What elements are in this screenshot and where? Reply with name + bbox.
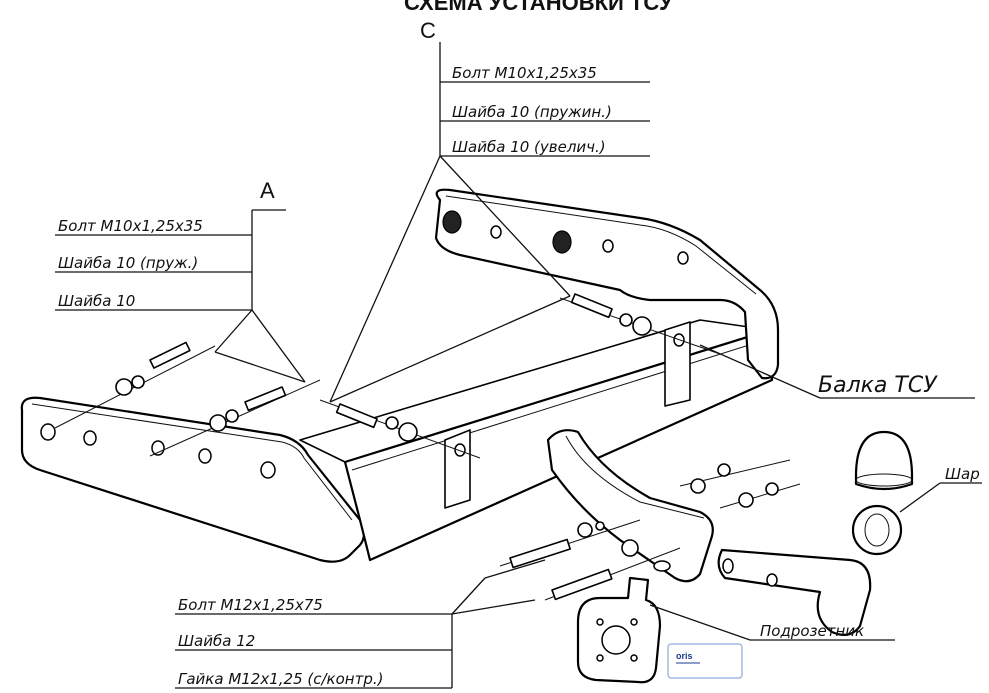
section-c-letter: C [420, 18, 436, 43]
socket-plate-label: Подрозетник [760, 622, 864, 640]
section-a-label-2: Шайба 10 (пруж.) [58, 254, 198, 272]
section-a-label-3: Шайба 10 [58, 292, 135, 310]
section-b-label-3: Гайка М12х1,25 (с/контр.) [178, 670, 383, 688]
fasteners-group-a [54, 341, 321, 457]
oris-logo: oris [667, 643, 743, 679]
diagram-title: СХЕМА УСТАНОВКИ ТСУ [404, 0, 673, 15]
section-a-letter: A [260, 178, 275, 203]
fasteners-group-m12 [499, 459, 801, 601]
section-a-label-1: Болт М10х1,25х35 [58, 217, 203, 235]
beam-label: Балка ТСУ [818, 373, 938, 398]
socket-plate [576, 576, 662, 684]
fasteners-group-c [319, 293, 721, 459]
oris-logo-text: oris [676, 651, 693, 661]
section-b-label-1: Болт М12х1,25х75 [178, 596, 323, 614]
ball-label: Шар [945, 465, 980, 483]
section-c-label-1: Болт М10х1,25х35 [452, 64, 597, 82]
section-b-label-2: Шайба 12 [178, 632, 255, 650]
leader-lines [55, 42, 982, 689]
section-c-label-2: Шайба 10 (пружин.) [452, 103, 612, 121]
tow-ball-arm [546, 429, 914, 637]
section-c-label-3: Шайба 10 (увелич.) [452, 138, 606, 156]
